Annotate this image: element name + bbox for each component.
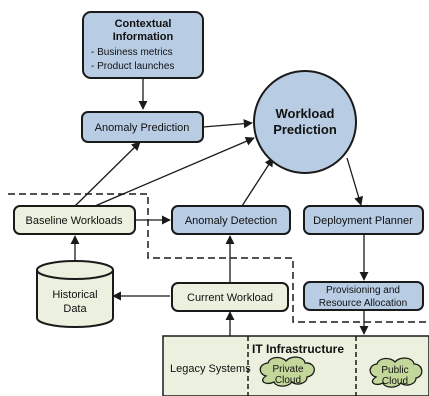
edge-anomaly-detection-to-workload [241, 157, 274, 207]
edge-workload-to-deployment [346, 157, 364, 206]
current-workload-box [171, 282, 289, 312]
edge-baseline-to-workload [94, 137, 255, 207]
anomaly-detection-label: Anomaly Detection [185, 215, 277, 227]
provisioning-node: Provisioning and Resource Allocation [303, 281, 424, 311]
provisioning-label-line1: Provisioning and [326, 285, 400, 296]
deployment-planner-box [303, 205, 424, 235]
anomaly-prediction-label: Anomaly Prediction [95, 122, 190, 134]
contextual-bullet-1: - Business metrics [91, 47, 173, 58]
it-infrastructure-panel: IT Infrastructure Legacy Systems Private… [162, 335, 429, 396]
deployment-planner-node: Deployment Planner [303, 205, 424, 235]
current-workload-label: Current Workload [187, 292, 273, 304]
contextual-title-line1: Contextual [115, 18, 172, 30]
public-cloud-icon [369, 357, 423, 388]
current-workload-node: Current Workload [171, 282, 289, 312]
baseline-workloads-box [13, 205, 136, 235]
anomaly-prediction-node: Anomaly Prediction [81, 111, 204, 143]
contextual-title-line2: Information [113, 31, 174, 43]
anomaly-prediction-box [81, 111, 204, 143]
historical-data-cylinder-body [36, 270, 114, 328]
edge-anomaly-prediction-to-workload [202, 119, 253, 129]
historical-data-node: Historical Data [36, 260, 114, 328]
provisioning-label-line2: Resource Allocation [319, 298, 407, 309]
baseline-workloads-node: Baseline Workloads [13, 205, 136, 235]
legacy-systems-label: Legacy Systems [170, 363, 251, 375]
private-cloud-label-line1: Private [272, 364, 304, 375]
contextual-bullet-2: - Product launches [91, 61, 174, 72]
private-cloud-label-line2: Cloud [275, 375, 301, 386]
contextual-information-node: Contextual Information - Business metric… [82, 11, 204, 79]
anomaly-detection-node: Anomaly Detection [171, 205, 291, 235]
public-cloud-label-line1: Public [381, 365, 408, 376]
anomaly-detection-box [171, 205, 291, 235]
workload-prediction-circle [253, 70, 357, 174]
historical-data-label-line2: Data [63, 303, 87, 315]
historical-data-label-line1: Historical [52, 289, 97, 301]
edges [70, 78, 369, 336]
contextual-information-box [82, 11, 204, 79]
workload-prediction-label-line2: Prediction [273, 122, 337, 137]
public-cloud-label-line2: Cloud [382, 376, 408, 387]
private-cloud-icon [259, 356, 315, 387]
workload-prediction-label-line1: Workload [276, 106, 335, 121]
infrastructure-title: IT Infrastructure [252, 342, 344, 356]
private-cloud: Private Cloud [259, 356, 315, 387]
workload-prediction-node: Workload Prediction [253, 70, 357, 174]
deployment-planner-label: Deployment Planner [313, 215, 413, 227]
baseline-workloads-label: Baseline Workloads [25, 215, 123, 227]
historical-data-cylinder-top [36, 260, 114, 280]
provisioning-box [303, 281, 424, 311]
edge-baseline-to-anomaly-prediction [74, 141, 141, 207]
public-cloud: Public Cloud [369, 357, 423, 388]
